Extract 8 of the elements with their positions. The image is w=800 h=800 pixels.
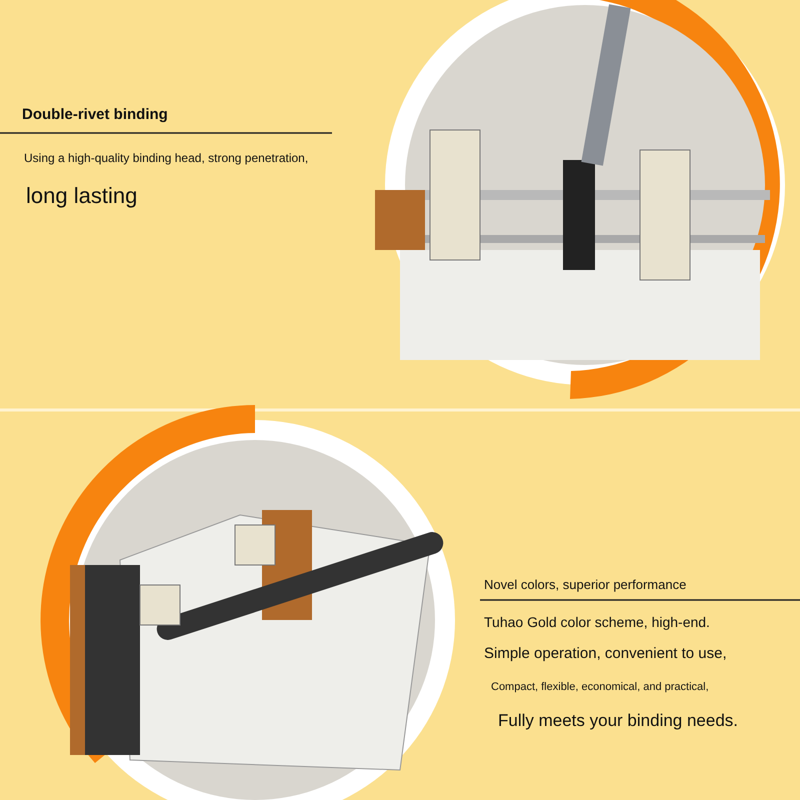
feature-heading: Double-rivet binding (22, 106, 168, 124)
feature-heading: Novel colors, superior performance (484, 578, 686, 593)
feature-description: Compact, flexible, economical, and practical, (491, 681, 709, 694)
feature-description: Tuhao Gold color scheme, high-end. (484, 614, 710, 630)
feature-description: Using a high-quality binding head, strong penetration, (24, 152, 308, 166)
feature-description: long lasting (26, 183, 138, 208)
feature-description: Simple operation, convenient to use, (484, 645, 727, 662)
feature-description: Fully meets your binding needs. (498, 711, 738, 731)
